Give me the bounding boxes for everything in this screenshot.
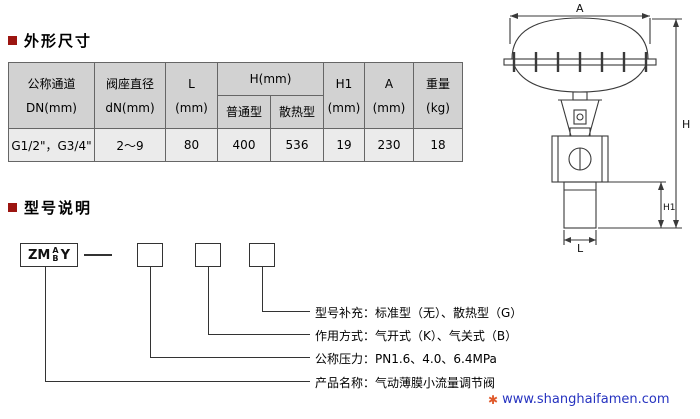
valve-drawing: A H H1 L [503, 2, 690, 254]
section-title-dimensions: 外形尺寸 [8, 30, 92, 51]
connector-line [45, 381, 310, 382]
code-ab-stack: A B [52, 247, 58, 263]
connector-line [262, 267, 263, 311]
model-field-box-3 [249, 243, 275, 267]
connector-line [150, 267, 151, 357]
model-note-pressure: 公称压力：PN1.6、4.0、6.4MPa [315, 352, 497, 366]
table-row: G1/2"，G3/4" 2～9 80 400 536 19 230 18 [8, 128, 463, 162]
code-a: A [52, 246, 59, 255]
code-prefix: ZM [28, 247, 51, 263]
header-weight: 重量 (kg) [413, 62, 463, 129]
section-title-model: 型号说明 [8, 197, 92, 218]
cell-seat-diameter: 2～9 [94, 128, 166, 162]
cell-h-normal: 400 [217, 128, 271, 162]
site-logo-icon: ✱ [488, 392, 499, 407]
dim-label-h: H [682, 118, 690, 131]
website-url[interactable]: www.shanghaifamen.com [502, 392, 670, 407]
cell-weight: 18 [413, 128, 463, 162]
header-h-group: H(mm) [217, 62, 324, 96]
connector-line [208, 267, 209, 334]
code-b: B [52, 254, 59, 263]
header-h-normal: 普通型 [217, 95, 271, 129]
cell-nominal-passage: G1/2"，G3/4" [8, 128, 95, 162]
website-link[interactable]: ✱ www.shanghaifamen.com [488, 392, 670, 407]
cell-h-heat: 536 [270, 128, 324, 162]
red-square-bullet-icon [8, 203, 17, 212]
header-nominal-passage: 公称通道 DN(mm) [8, 62, 95, 129]
code-y: Y [60, 247, 70, 263]
cell-a: 230 [364, 128, 414, 162]
dim-label-a: A [576, 2, 584, 15]
section-title-text: 外形尺寸 [24, 32, 93, 50]
dim-label-l: L [577, 242, 584, 254]
header-h-heat: 散热型 [270, 95, 324, 129]
header-l: L (mm) [165, 62, 218, 129]
dimensions-table: 公称通道 DN(mm) 阀座直径 dN(mm) L (mm) H(mm) H1 … [8, 62, 463, 162]
model-note-action: 作用方式：气开式（K）、气关式（B） [315, 329, 518, 343]
model-field-box-2 [195, 243, 221, 267]
dim-label-h1: H1 [663, 203, 676, 213]
connector-line [45, 267, 46, 381]
connector-line [208, 334, 310, 335]
cell-h1: 19 [323, 128, 365, 162]
red-square-bullet-icon [8, 36, 17, 45]
model-note-product: 产品名称：气动薄膜小流量调节阀 [315, 376, 496, 390]
connector-line [150, 357, 310, 358]
code-separator-line [84, 254, 112, 256]
header-h1: H1 (mm) [323, 62, 365, 129]
cell-l: 80 [165, 128, 218, 162]
header-a: A (mm) [364, 62, 414, 129]
model-note-supplement: 型号补充：标准型（无）、散热型（G） [315, 306, 523, 320]
section-title-text: 型号说明 [24, 199, 93, 217]
model-field-box-1 [137, 243, 163, 267]
model-code-box: ZM A B Y [20, 243, 78, 267]
header-seat-diameter: 阀座直径 dN(mm) [94, 62, 166, 129]
connector-line [262, 311, 310, 312]
